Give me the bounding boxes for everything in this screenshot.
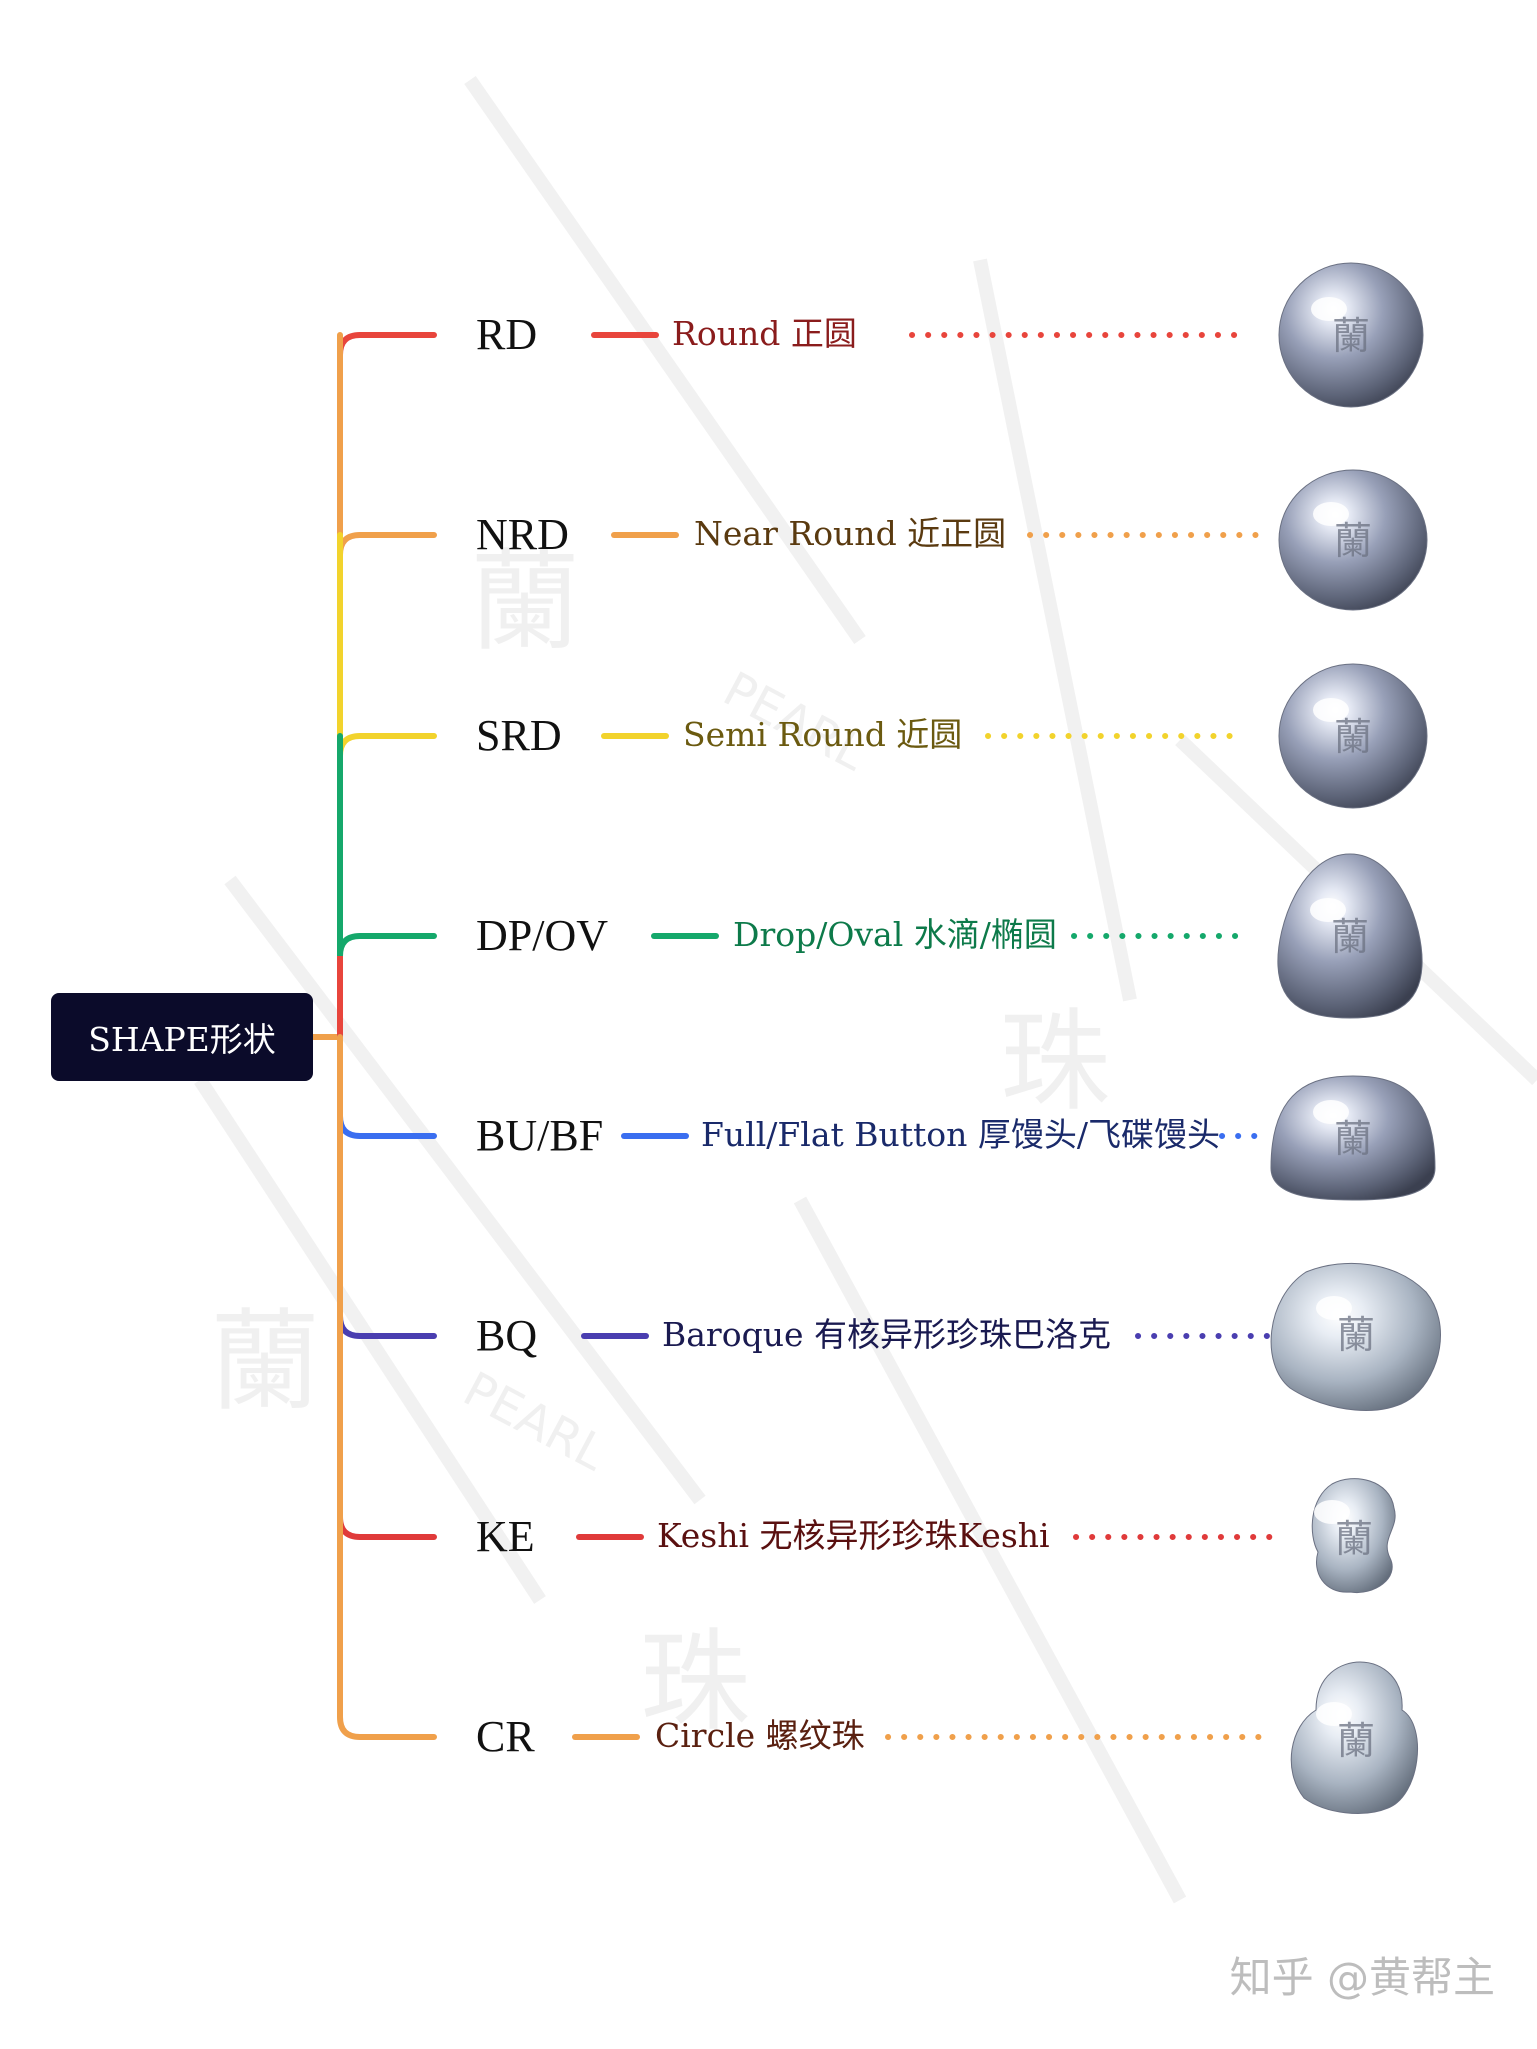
pearl-mark: 蘭 (1334, 1117, 1372, 1161)
source-watermark: 知乎 @黄帮主 (1229, 1953, 1495, 2002)
branch-connector (337, 733, 437, 957)
branch-connector (337, 332, 437, 556)
branch-code: KE (476, 1512, 535, 1561)
pearl-mark: 蘭 (1337, 1313, 1375, 1357)
branch-description: Semi Round 近圆 (683, 715, 963, 754)
pearl-image-drop: 蘭 (1277, 853, 1423, 1019)
pearl-image-keshi: 蘭 (1311, 1478, 1396, 1594)
branch-connector (337, 1034, 437, 1540)
pearl-mark: 蘭 (1334, 519, 1372, 563)
branch-description: Baroque 有核异形珍珠巴洛克 (662, 1315, 1111, 1354)
pearl-image-near-round: 蘭 (1278, 469, 1428, 611)
branch-code: SRD (476, 711, 562, 760)
pearl-mark: 蘭 (1337, 1719, 1375, 1763)
background-watermark-glyph: 珠 (1000, 998, 1110, 1126)
pearl-mark: 蘭 (1335, 1517, 1373, 1561)
branch-code: RD (476, 310, 538, 359)
pearl-image-baroque: 蘭 (1270, 1262, 1441, 1411)
pearl-image-circle: 蘭 (1290, 1661, 1419, 1814)
pearl-mark: 蘭 (1334, 715, 1372, 759)
branch-connector (337, 332, 437, 1040)
branch-code: BU/BF (476, 1111, 604, 1160)
branch-connector (337, 532, 437, 757)
pearl-image-semi-round: 蘭 (1278, 663, 1428, 809)
pearl-mark: 蘭 (1332, 314, 1370, 358)
branch-code: NRD (476, 510, 569, 559)
root-node: SHAPE形状 (51, 993, 313, 1081)
background-watermark-glyph: 蘭 (470, 538, 580, 666)
branch-description: Near Round 近正圆 (694, 514, 1007, 553)
branch-description: Keshi 无核异形珍珠Keshi (657, 1516, 1050, 1555)
branch-description: Circle 螺纹珠 (655, 1716, 865, 1755)
background-watermark-glyph: 蘭 (210, 1298, 320, 1426)
branch-code: DP/OV (476, 911, 609, 960)
pearl-image-button: 蘭 (1270, 1075, 1436, 1201)
pearl-mark: 蘭 (1331, 915, 1369, 959)
branch-connector (337, 1034, 437, 1740)
branch-description: Drop/Oval 水滴/椭圆 (733, 915, 1057, 954)
root-label: SHAPE形状 (88, 1020, 276, 1059)
branch-code: CR (476, 1712, 535, 1761)
branch-code: BQ (476, 1311, 538, 1360)
background-watermark-word: PEARL (454, 1361, 615, 1482)
branch-description: Full/Flat Button 厚馒头/飞碟馒头 (701, 1115, 1221, 1154)
branch-description: Round 正圆 (672, 314, 857, 353)
background-watermark-glyph: 珠 (640, 1618, 750, 1746)
pearl-image-round: 蘭 (1278, 262, 1424, 408)
